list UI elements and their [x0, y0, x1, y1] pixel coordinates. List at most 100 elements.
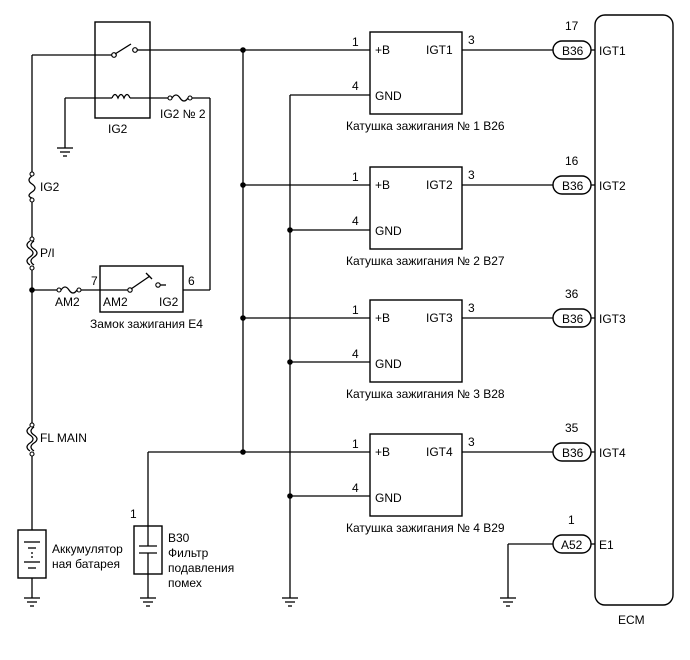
ground-bus: [282, 94, 370, 607]
relay-coil-icon: [111, 93, 131, 100]
noise-filter-label: подавления: [168, 561, 234, 575]
pin-number: 3: [468, 435, 475, 449]
fuse-icon: [60, 286, 78, 294]
coil-box: [369, 299, 463, 383]
fuse-label: IG2: [40, 180, 60, 194]
fuse-icon: [26, 240, 34, 266]
relay-label: IG2: [108, 122, 128, 136]
coil-label: Катушка зажигания № 2 B27: [346, 254, 505, 268]
terminal-label: IGT1: [426, 43, 453, 57]
pin-number: 3: [468, 33, 475, 47]
junction-dot: [287, 493, 293, 499]
fuse-am2: AM2: [29, 286, 100, 309]
ignition-coil-2: 1 4 3 +B IGT2 GND Катушка зажигания № 2 …: [346, 166, 505, 268]
junction-dot: [240, 47, 246, 53]
relay-box: [94, 21, 151, 119]
fuse-label: IG2 № 2: [160, 107, 206, 121]
ig2-no2-fuse: IG2 № 2: [150, 94, 211, 290]
pin-number: 3: [468, 301, 475, 315]
relay-coil-ground: [57, 97, 95, 157]
pin-number: 36: [565, 287, 579, 301]
ecm-connector-e1: A52 1: [500, 513, 595, 607]
noise-filter-label: Фильтр: [168, 546, 209, 560]
pin-number: 1: [352, 170, 359, 184]
ignition-coil-4: 1 4 3 +B IGT4 GND Катушка зажигания № 4 …: [346, 433, 505, 535]
coil-box: [369, 31, 463, 115]
pin-number: 4: [352, 481, 359, 495]
ecm-connector-igt4: B36 35: [552, 421, 595, 462]
ecm-unit: IGT1 IGT2 IGT3 IGT4 E1 ECM: [594, 14, 674, 627]
pin-number: 1: [352, 303, 359, 317]
ig2-relay: IG2: [94, 21, 151, 136]
terminal-label: IGT3: [426, 311, 453, 325]
ecm-box: [594, 14, 674, 606]
fuse-icon: [30, 426, 38, 452]
noise-filter: 1 B30 Фильтр подавления помех: [130, 451, 370, 607]
pin-number: 35: [565, 421, 579, 435]
battery-label: Аккумулятор: [52, 542, 123, 556]
terminal-label: +B: [375, 178, 390, 192]
terminal-label: GND: [375, 89, 402, 103]
ecm-label: ECM: [618, 613, 645, 627]
junction-dot: [287, 359, 293, 365]
pin-number: 1: [130, 507, 137, 521]
terminal-label: IGT1: [599, 44, 626, 58]
terminal-label: AM2: [103, 295, 128, 309]
connector-label: B36: [562, 44, 584, 58]
relay-switch-arm: [114, 43, 132, 55]
pin-number: 4: [352, 79, 359, 93]
pin-number: 4: [352, 214, 359, 228]
battery-label: ная батарея: [52, 557, 120, 571]
terminal-label: IGT2: [426, 178, 453, 192]
plus-b-bus: [240, 47, 370, 455]
fuse-fl-main: FL MAIN: [25, 422, 87, 457]
terminal-label: GND: [375, 357, 402, 371]
ecm-connector-igt3: B36 36: [552, 287, 595, 328]
fuse-ig2: IG2: [27, 171, 60, 203]
terminal-label: IGT2: [599, 179, 626, 193]
connector-label: B36: [562, 179, 584, 193]
ignition-switch-box: [99, 265, 184, 313]
ignition-switch-arm: [130, 275, 151, 290]
pin-number: 7: [91, 274, 98, 288]
pin-number: 3: [468, 168, 475, 182]
ecm-connector-igt2: B36 16: [552, 154, 595, 195]
connector-label: B36: [562, 312, 584, 326]
fuse-label: P/I: [40, 246, 55, 260]
terminal-label: IGT3: [599, 312, 626, 326]
pin-number: 4: [352, 347, 359, 361]
junction-dot: [287, 227, 293, 233]
terminal-label: IGT4: [599, 446, 626, 460]
coil-label: Катушка зажигания № 1 B26: [346, 119, 505, 133]
noise-filter-label: помех: [168, 576, 202, 590]
battery: Аккумулятор ная батарея: [17, 529, 123, 607]
coil-label: Катушка зажигания № 3 B28: [346, 387, 505, 401]
ignition-switch-label: Замок зажигания E4: [90, 317, 203, 331]
pin-number: 16: [565, 154, 579, 168]
fuse-icon: [30, 240, 38, 266]
noise-filter-label: B30: [168, 531, 190, 545]
pin-number: 6: [188, 274, 195, 288]
junction-dot: [240, 449, 246, 455]
terminal-label: +B: [375, 445, 390, 459]
pin-number: 1: [568, 513, 575, 527]
ignition-switch: 7 6 AM2 IG2 Замок зажигания E4: [90, 265, 210, 331]
terminal-label: IG2: [159, 295, 179, 309]
pin-number: 17: [565, 19, 579, 33]
fuse-pi: P/I: [25, 236, 55, 271]
connector-label: A52: [561, 538, 583, 552]
terminal-label: IGT4: [426, 445, 453, 459]
fuse-label: AM2: [55, 295, 80, 309]
ignition-coil-3: 1 4 3 +B IGT3 GND Катушка зажигания № 3 …: [346, 299, 505, 401]
ecm-connector-igt1: B36 17: [552, 19, 595, 60]
terminal-label: GND: [375, 224, 402, 238]
fuse-icon: [26, 426, 34, 452]
terminal-label: +B: [375, 43, 390, 57]
main-supply-wire: [31, 54, 95, 530]
coil-box: [369, 433, 463, 517]
coil-box: [369, 166, 463, 250]
terminal-label: GND: [375, 491, 402, 505]
fuse-icon: [171, 94, 189, 102]
